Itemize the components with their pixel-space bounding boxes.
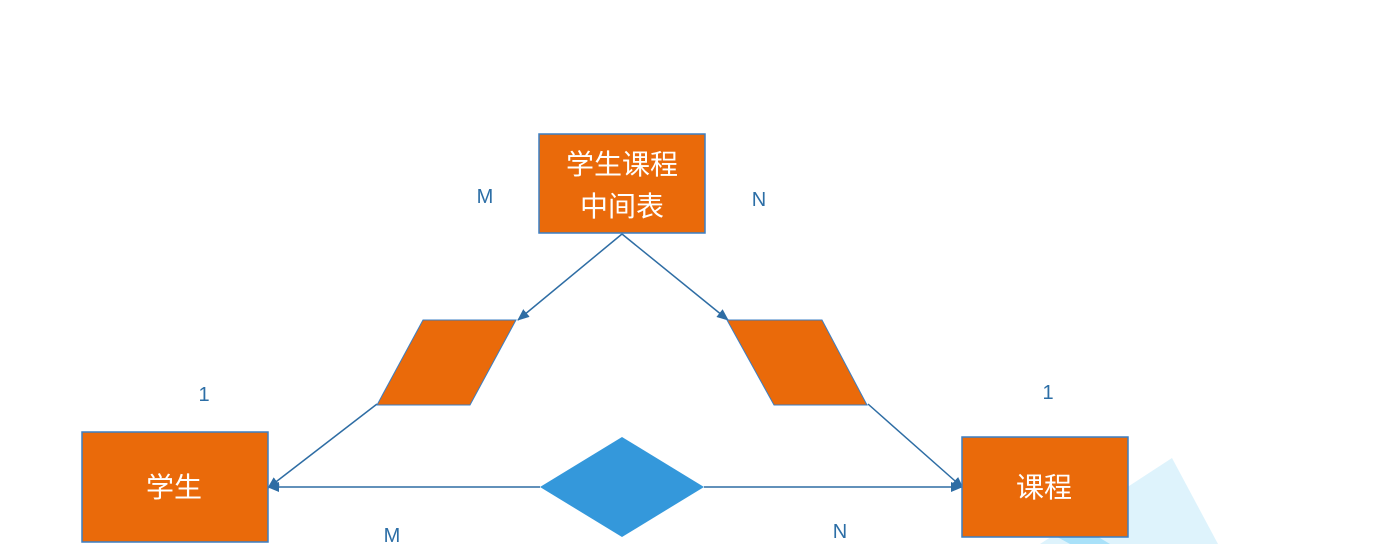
cardinality-student-top: 1	[198, 384, 209, 406]
relationship-diamond[interactable]	[540, 437, 704, 537]
left-parallelogram[interactable]	[376, 319, 517, 406]
junction-table-label-line2: 中间表	[580, 190, 664, 223]
cardinality-course-top: 1	[1042, 382, 1053, 404]
junction-table-label-line1: 学生课程	[566, 148, 678, 181]
course-label: 课程	[1016, 471, 1072, 504]
cardinality-relation-left: M	[384, 525, 401, 544]
student-entity[interactable]: 学生	[81, 431, 269, 543]
cardinality-junction-left: M	[477, 186, 494, 208]
junction-table-entity[interactable]: 学生课程 中间表	[538, 133, 706, 234]
cardinality-relation-right: N	[833, 521, 847, 543]
cardinality-junction-right: N	[752, 189, 766, 211]
student-label: 学生	[146, 471, 202, 504]
connector-junction-to-left-parallelogram	[517, 233, 623, 321]
course-entity[interactable]: 课程	[961, 436, 1129, 538]
connector-left-parallelogram-to-student	[267, 403, 378, 489]
connector-right-parallelogram-to-course	[867, 403, 964, 489]
right-parallelogram[interactable]	[726, 319, 868, 406]
connector-junction-to-right-parallelogram	[621, 233, 729, 321]
